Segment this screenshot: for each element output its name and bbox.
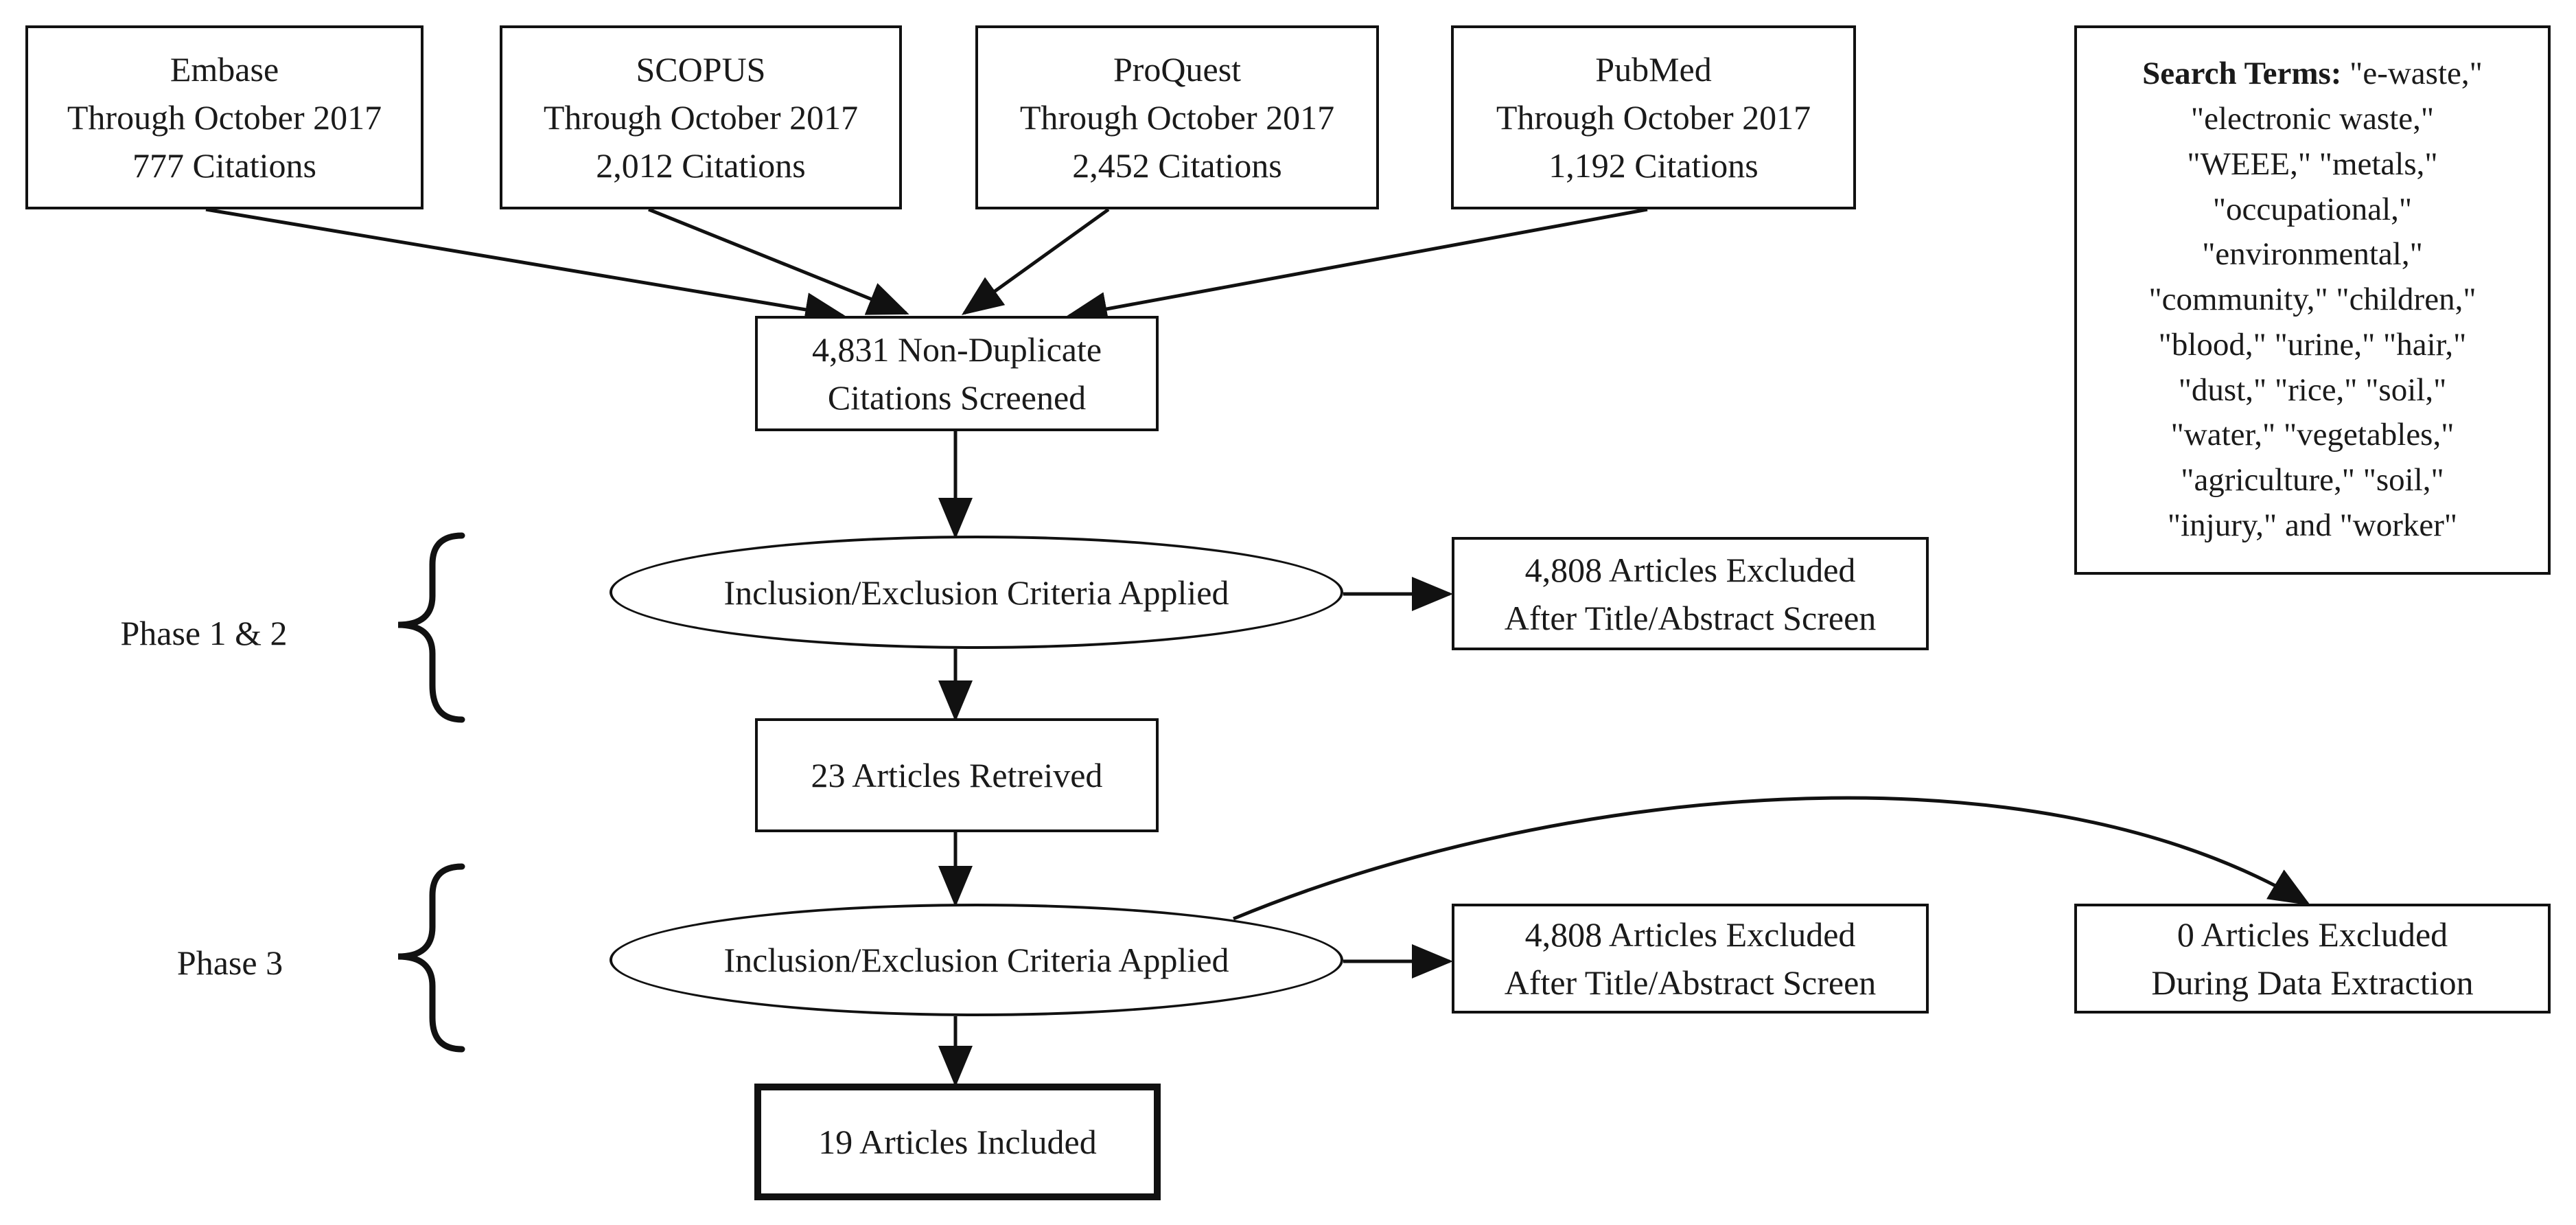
source-box-pubmed: PubMed Through October 2017 1,192 Citati… — [1451, 25, 1856, 209]
arrow-proquest-to-screened — [961, 207, 1110, 315]
extraction-line1: 0 Articles Excluded — [2177, 915, 2448, 954]
source-period: Through October 2017 — [1496, 98, 1811, 137]
search-term-line: "WEEE," "metals," — [2187, 146, 2438, 182]
included-label: 19 Articles Included — [818, 1123, 1097, 1161]
excluded-box-phase3: 4,808 Articles Excluded After Title/Abst… — [1452, 904, 1929, 1014]
extraction-line2: During Data Extraction — [2151, 963, 2474, 1002]
screened-line1: 4,831 Non-Duplicate — [811, 330, 1102, 369]
source-citations: 777 Citations — [132, 146, 317, 185]
source-name: SCOPUS — [636, 50, 766, 89]
source-box-scopus: SCOPUS Through October 2017 2,012 Citati… — [500, 25, 902, 209]
brace-phase12 — [397, 532, 465, 723]
excluded-box-phase12: 4,808 Articles Excluded After Title/Abst… — [1452, 537, 1929, 650]
search-term-line: "agriculture," "soil," — [2181, 462, 2444, 499]
source-name: ProQuest — [1113, 50, 1242, 89]
criteria-label: Inclusion/Exclusion Criteria Applied — [723, 573, 1229, 612]
source-citations: 1,192 Citations — [1548, 146, 1759, 185]
criteria-label: Inclusion/Exclusion Criteria Applied — [723, 941, 1229, 979]
source-period: Through October 2017 — [67, 98, 382, 137]
retrieved-box: 23 Articles Retreived — [755, 718, 1159, 832]
source-period: Through October 2017 — [543, 98, 859, 137]
brace-phase3 — [397, 863, 465, 1053]
included-articles-box: 19 Articles Included — [754, 1084, 1161, 1200]
search-terms-box: Search Terms: "e-waste," "electronic was… — [2074, 25, 2551, 575]
search-terms-heading: Search Terms: — [2142, 56, 2342, 92]
search-term-line: "electronic waste," — [2190, 100, 2435, 137]
arrow-scopus-to-screened — [648, 207, 909, 315]
source-box-proquest: ProQuest Through October 2017 2,452 Cita… — [975, 25, 1379, 209]
source-period: Through October 2017 — [1019, 98, 1335, 137]
excluded-line2: After Title/Abstract Screen — [1504, 963, 1877, 1002]
search-term-line: "e-waste," — [2349, 56, 2483, 92]
excluded-extraction-box: 0 Articles Excluded During Data Extracti… — [2074, 904, 2551, 1014]
arrow-pubmed-to-screened — [1066, 207, 1648, 326]
search-term-line: "blood," "urine," "hair," — [2158, 326, 2467, 363]
search-term-line: "occupational," — [2212, 191, 2413, 227]
source-box-embase: Embase Through October 2017 777 Citation… — [25, 25, 423, 209]
phase-label-3: Phase 3 — [176, 943, 283, 982]
source-name: Embase — [170, 50, 279, 89]
excluded-line2: After Title/Abstract Screen — [1504, 598, 1877, 637]
search-term-line: "environmental," — [2202, 236, 2423, 273]
screened-line2: Citations Screened — [827, 378, 1087, 417]
arrow-criteria2-to-extraction — [1233, 796, 2311, 921]
search-terms-first-line: Search Terms: "e-waste," — [2142, 51, 2483, 97]
search-term-line: "injury," and "worker" — [2167, 507, 2458, 544]
excluded-line1: 4,808 Articles Excluded — [1524, 550, 1856, 589]
search-term-line: "community," "children," — [2148, 282, 2476, 318]
screened-citations-box: 4,831 Non-Duplicate Citations Screened — [755, 316, 1159, 431]
retrieved-label: 23 Articles Retreived — [811, 756, 1103, 794]
excluded-line1: 4,808 Articles Excluded — [1524, 915, 1856, 954]
source-citations: 2,452 Citations — [1072, 146, 1282, 185]
search-term-line: "water," "vegetables," — [2170, 417, 2455, 453]
criteria-ellipse-phase12: Inclusion/Exclusion Criteria Applied — [610, 536, 1343, 649]
search-term-line: "dust," "rice," "soil," — [2178, 371, 2447, 408]
source-citations: 2,012 Citations — [596, 146, 806, 185]
source-name: PubMed — [1595, 50, 1712, 89]
criteria-ellipse-phase3: Inclusion/Exclusion Criteria Applied — [610, 904, 1343, 1016]
arrow-embase-to-screened — [205, 207, 846, 327]
phase-label-1-2: Phase 1 & 2 — [120, 614, 288, 652]
